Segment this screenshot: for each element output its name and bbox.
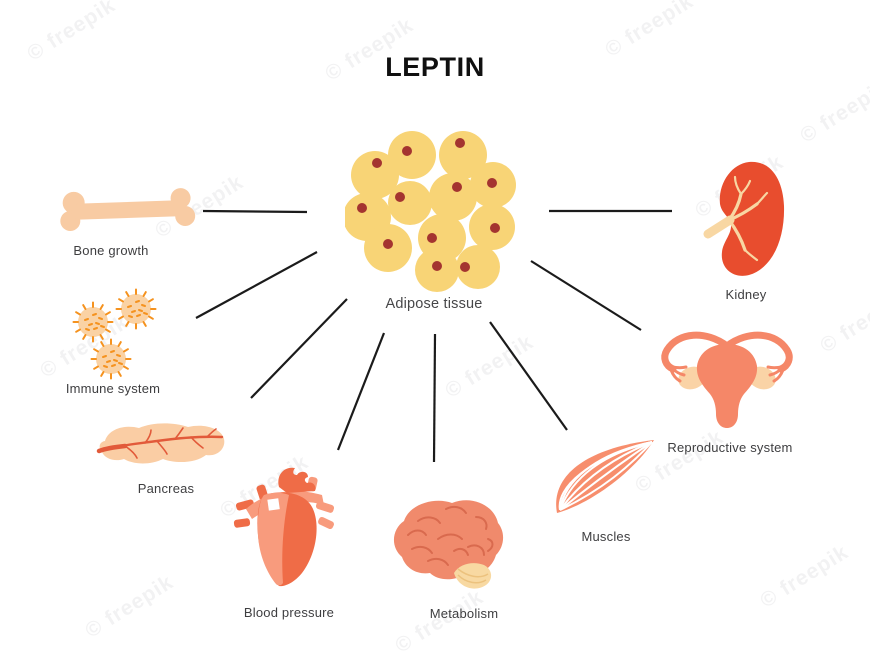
pancreas-icon (95, 420, 230, 475)
label-blood-pressure: Blood pressure (243, 605, 335, 620)
label-pancreas: Pancreas (137, 481, 195, 496)
bone-icon (57, 185, 197, 237)
connector-blood-pressure (336, 332, 386, 451)
connector-reproductive-system (530, 260, 642, 331)
page-title: LEPTIN (385, 52, 485, 82)
connector-pancreas (250, 298, 348, 399)
connector-bone-growth (202, 209, 308, 214)
connector-metabolism (432, 333, 437, 463)
label-metabolism: Metabolism (429, 606, 499, 621)
kidney-icon (703, 158, 788, 280)
label-reproductive-system: Reproductive system (667, 440, 793, 455)
label-kidney: Kidney (725, 287, 767, 302)
uterus-icon (656, 322, 798, 432)
heart-icon (232, 463, 337, 593)
muscle-icon (550, 436, 662, 518)
connector-muscles (489, 321, 568, 431)
label-immune-system: Immune system (65, 381, 161, 396)
label-muscles: Muscles (581, 529, 631, 544)
fat-cells-icon (343, 122, 520, 294)
label-adipose-tissue: Adipose tissue (385, 296, 483, 312)
connector-immune-system (195, 251, 318, 319)
immune-cells-icon (70, 288, 162, 384)
label-bone-growth: Bone growth (73, 243, 149, 258)
brain-icon (388, 495, 506, 595)
